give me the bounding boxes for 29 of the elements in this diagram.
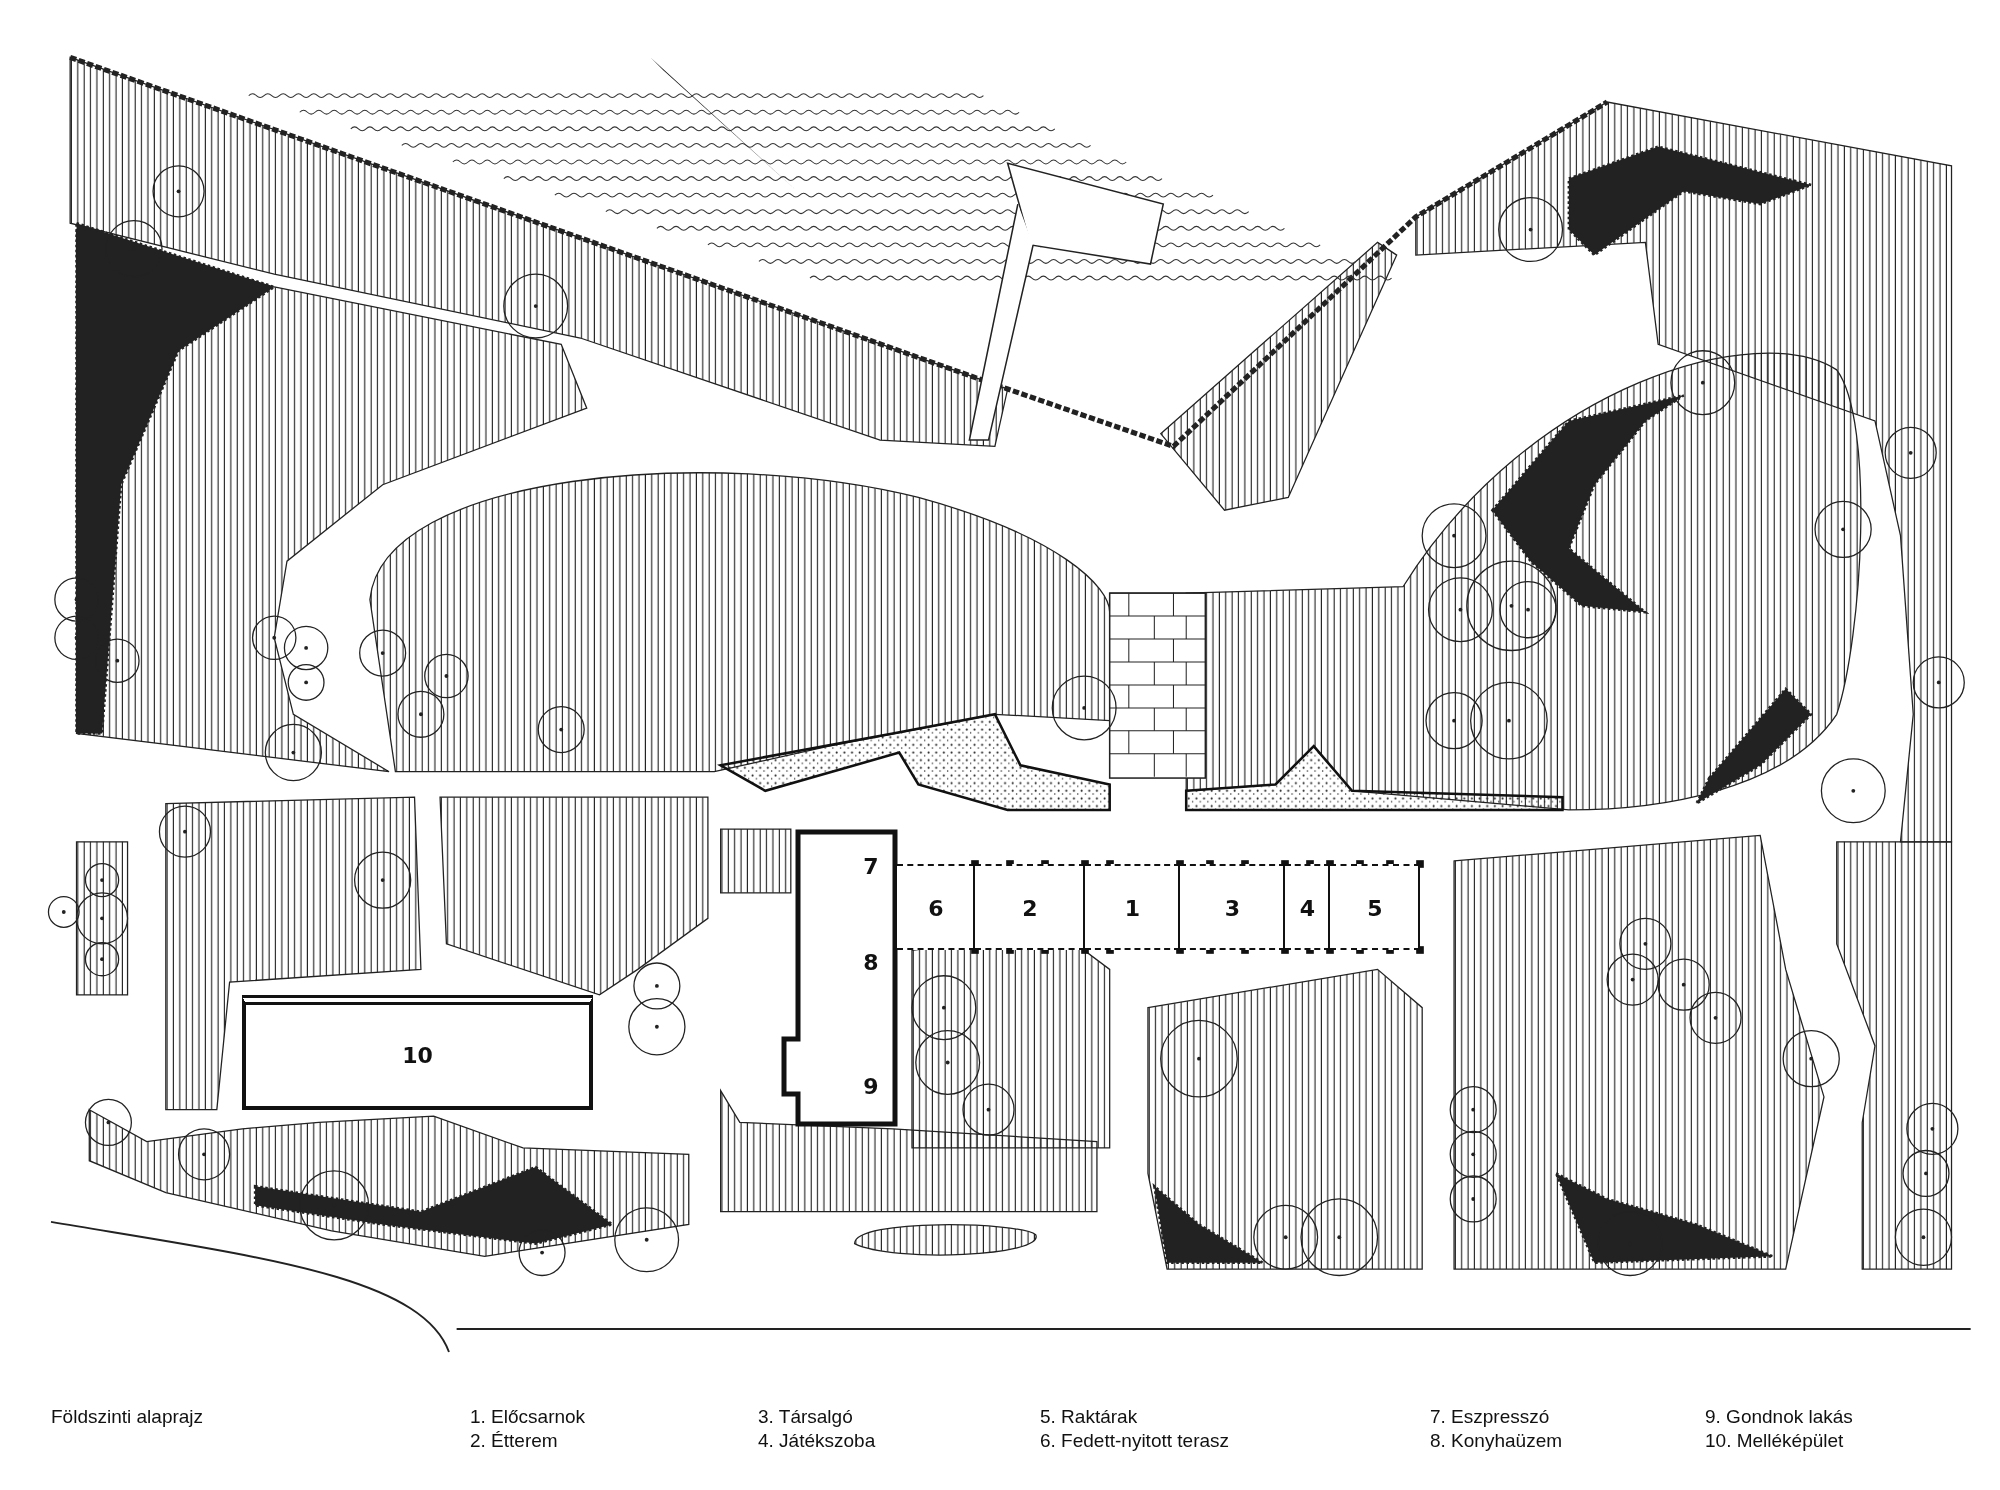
key-text: 4. Játékszoba <box>758 1430 876 1452</box>
building-outline <box>242 995 593 1110</box>
key-text: 6. Fedett-nyitott terasz <box>1040 1430 1230 1452</box>
room-area <box>1330 864 1420 950</box>
room-area <box>1085 864 1180 950</box>
key-text: 2. Étterem <box>470 1430 558 1452</box>
building-outline <box>780 829 898 1127</box>
room-number: 2 <box>1022 897 1038 921</box>
room-number: 1 <box>1124 897 1141 921</box>
room-area <box>975 864 1085 950</box>
room-number: 5 <box>1367 897 1383 921</box>
key-text: 7. Eszpresszó <box>1430 1406 1550 1428</box>
plan-caption: Földszinti alaprajz <box>51 1406 204 1428</box>
room-number: 4 <box>1299 897 1316 921</box>
key-text: 8. Konyhaüzem <box>1430 1430 1563 1452</box>
key-text: 10. Melléképület <box>1705 1430 1844 1452</box>
key-text: 5. Raktárak <box>1040 1406 1138 1428</box>
room-area <box>897 864 975 950</box>
key-text: 1. Előcsarnok <box>470 1406 586 1428</box>
room-area <box>1180 864 1285 950</box>
room-number: 8 <box>863 951 879 975</box>
room-number: 9 <box>863 1075 879 1099</box>
key-text: 3. Társalgó <box>758 1406 853 1428</box>
room-number: 6 <box>928 897 944 921</box>
key-text: 9. Gondnok lakás <box>1705 1406 1853 1428</box>
room-area <box>1285 864 1330 950</box>
room-number: 10 <box>402 1043 433 1068</box>
room-number: 3 <box>1224 897 1241 921</box>
room-number: 7 <box>863 855 879 879</box>
